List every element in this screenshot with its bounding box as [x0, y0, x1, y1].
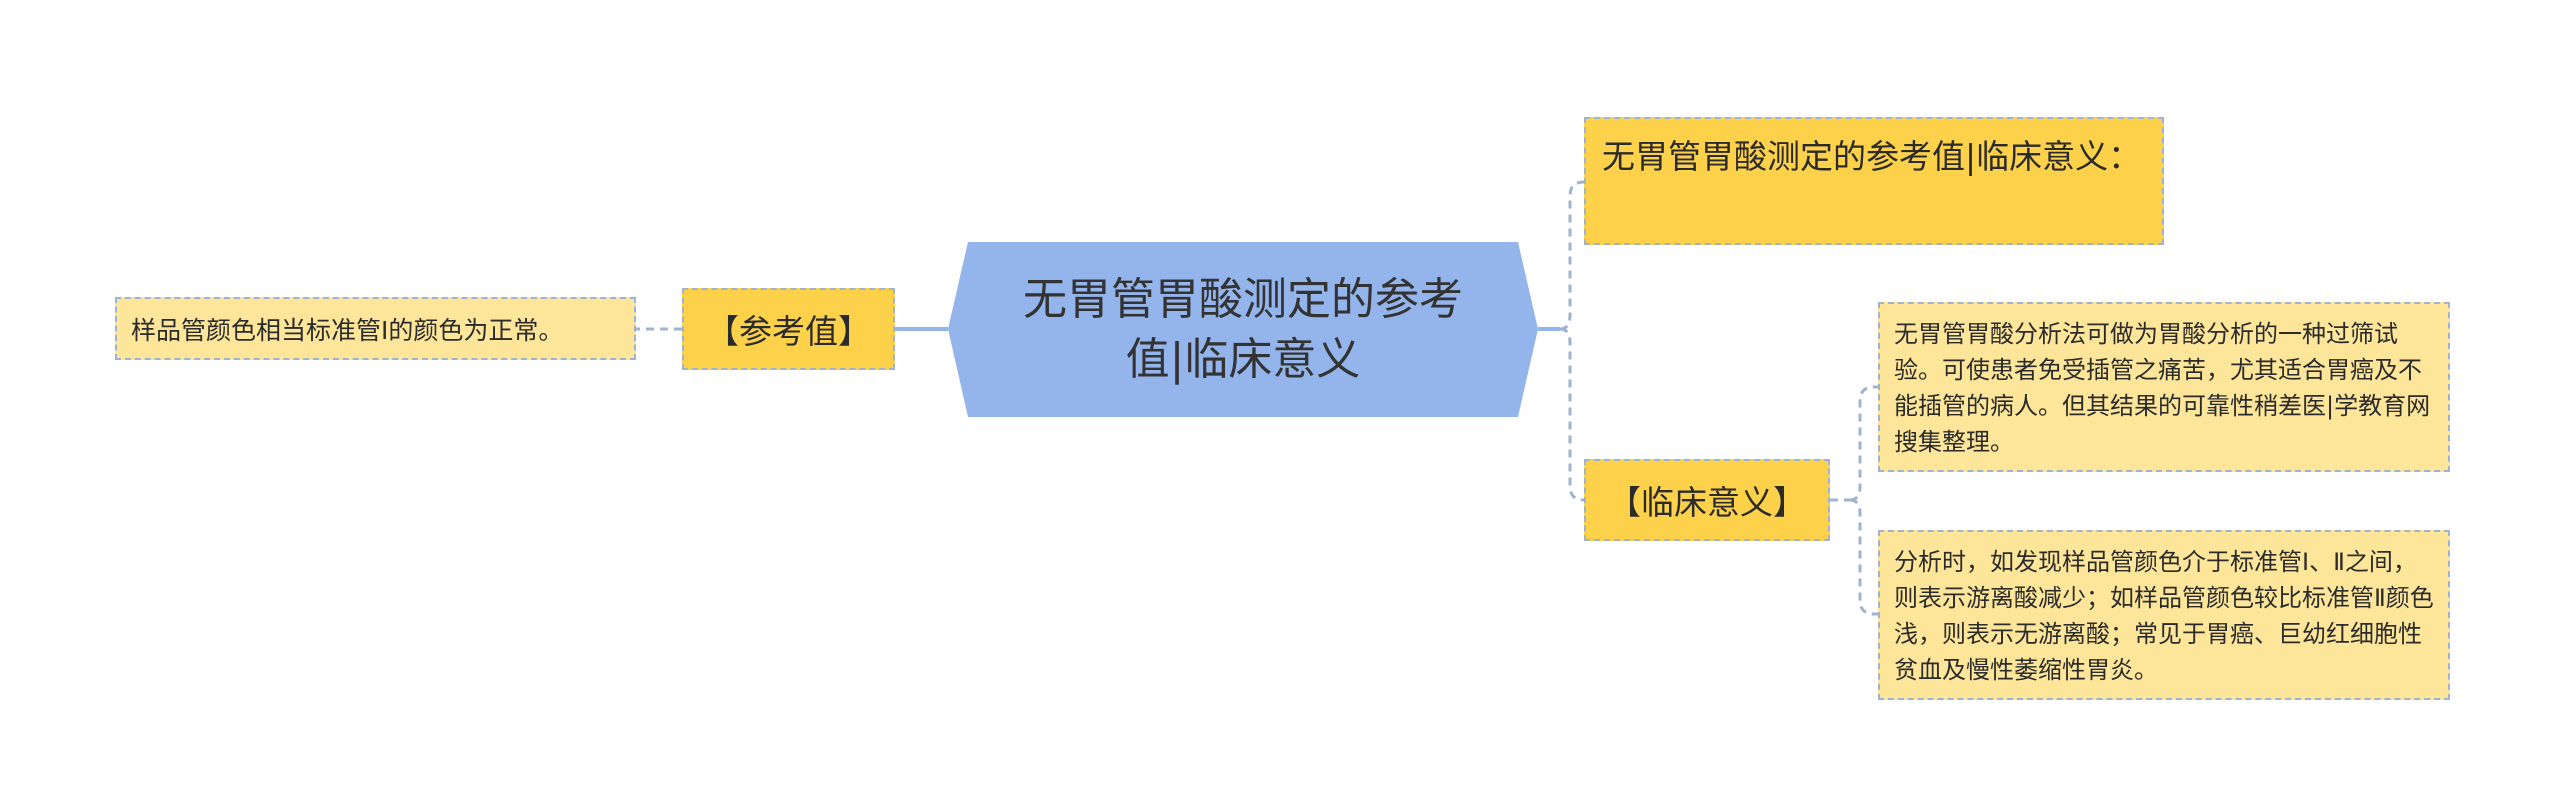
reference-value-label: 【参考值】 [706, 312, 871, 351]
reference-clinical-heading-node[interactable]: 无胃管胃酸测定的参考值|临床意义： [1584, 117, 2164, 245]
clinical-significance-leaf-2[interactable]: 分析时，如发现样品管颜色介于标准管Ⅰ、Ⅱ之间，则表示游离酸减少；如样品管颜色较比… [1878, 530, 2450, 700]
reference-value-leaf-text: 样品管颜色相当标准管Ⅰ的颜色为正常。 [131, 315, 564, 345]
reference-value-node[interactable]: 【参考值】 [682, 288, 895, 370]
clinical-significance-node[interactable]: 【临床意义】 [1584, 459, 1830, 541]
clinical-significance-leaf-1[interactable]: 无胃管胃酸分析法可做为胃酸分析的一种过筛试验。可使患者免受插管之痛苦，尤其适合胃… [1878, 302, 2450, 472]
clinical-significance-leaf-1-text: 无胃管胃酸分析法可做为胃酸分析的一种过筛试验。可使患者免受插管之痛苦，尤其适合胃… [1894, 320, 2431, 456]
clinical-significance-leaf-2-text: 分析时，如发现样品管颜色介于标准管Ⅰ、Ⅱ之间，则表示游离酸减少；如样品管颜色较比… [1894, 548, 2434, 684]
root-node-title: 无胃管胃酸测定的参考值|临床意义 [1023, 273, 1463, 385]
root-node[interactable]: 无胃管胃酸测定的参考值|临床意义 [948, 242, 1538, 417]
reference-clinical-heading-text: 无胃管胃酸测定的参考值|临床意义： [1602, 137, 2142, 176]
connector-right-trunk [1559, 180, 1585, 331]
connector-clinical-to-leaf-2 [1849, 498, 1878, 616]
connector-clinical-to-leaf-1 [1849, 385, 1878, 502]
root-node-shape [948, 242, 1538, 417]
connector-right-trunk-lower [1559, 327, 1585, 502]
clinical-significance-label: 【临床意义】 [1608, 483, 1806, 522]
reference-value-leaf[interactable]: 样品管颜色相当标准管Ⅰ的颜色为正常。 [115, 297, 636, 360]
